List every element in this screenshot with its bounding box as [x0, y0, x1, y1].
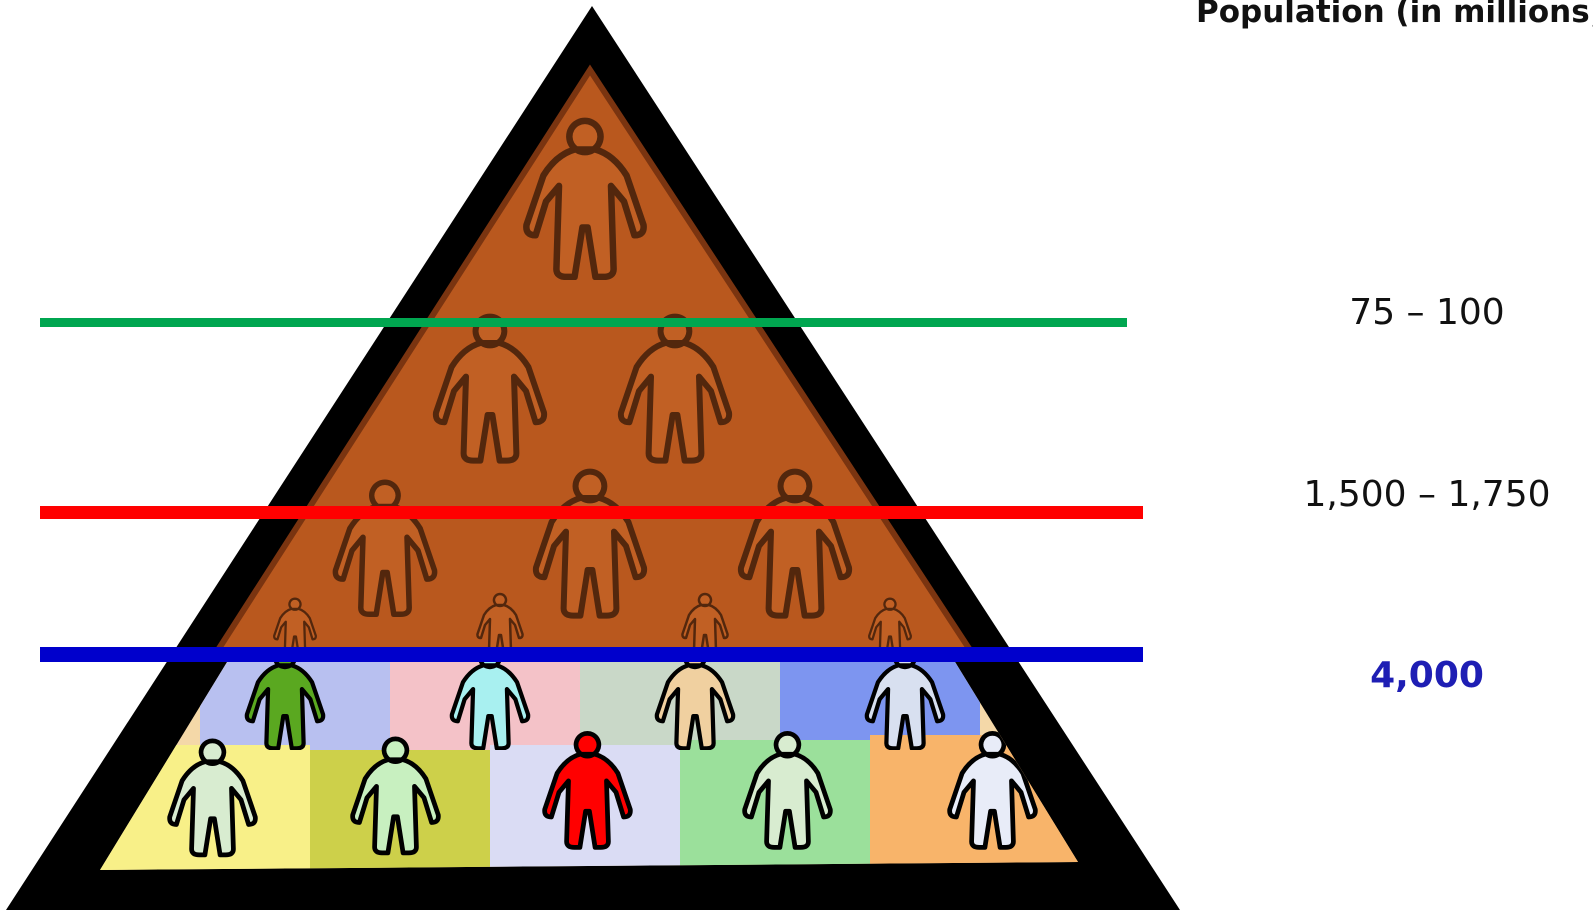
tier-line-middle — [40, 506, 1143, 519]
pyramid-base-blocks — [100, 647, 1100, 880]
tier-label-top: 75 – 100 — [1349, 292, 1504, 333]
tier-line-top — [40, 318, 1127, 327]
tier-line-bottom — [40, 647, 1143, 662]
chart-title: Population (in millions) — [1196, 0, 1593, 30]
tier-label-middle: 1,500 – 1,750 — [1303, 474, 1550, 515]
tier-label-bottom: 4,000 — [1370, 655, 1484, 696]
